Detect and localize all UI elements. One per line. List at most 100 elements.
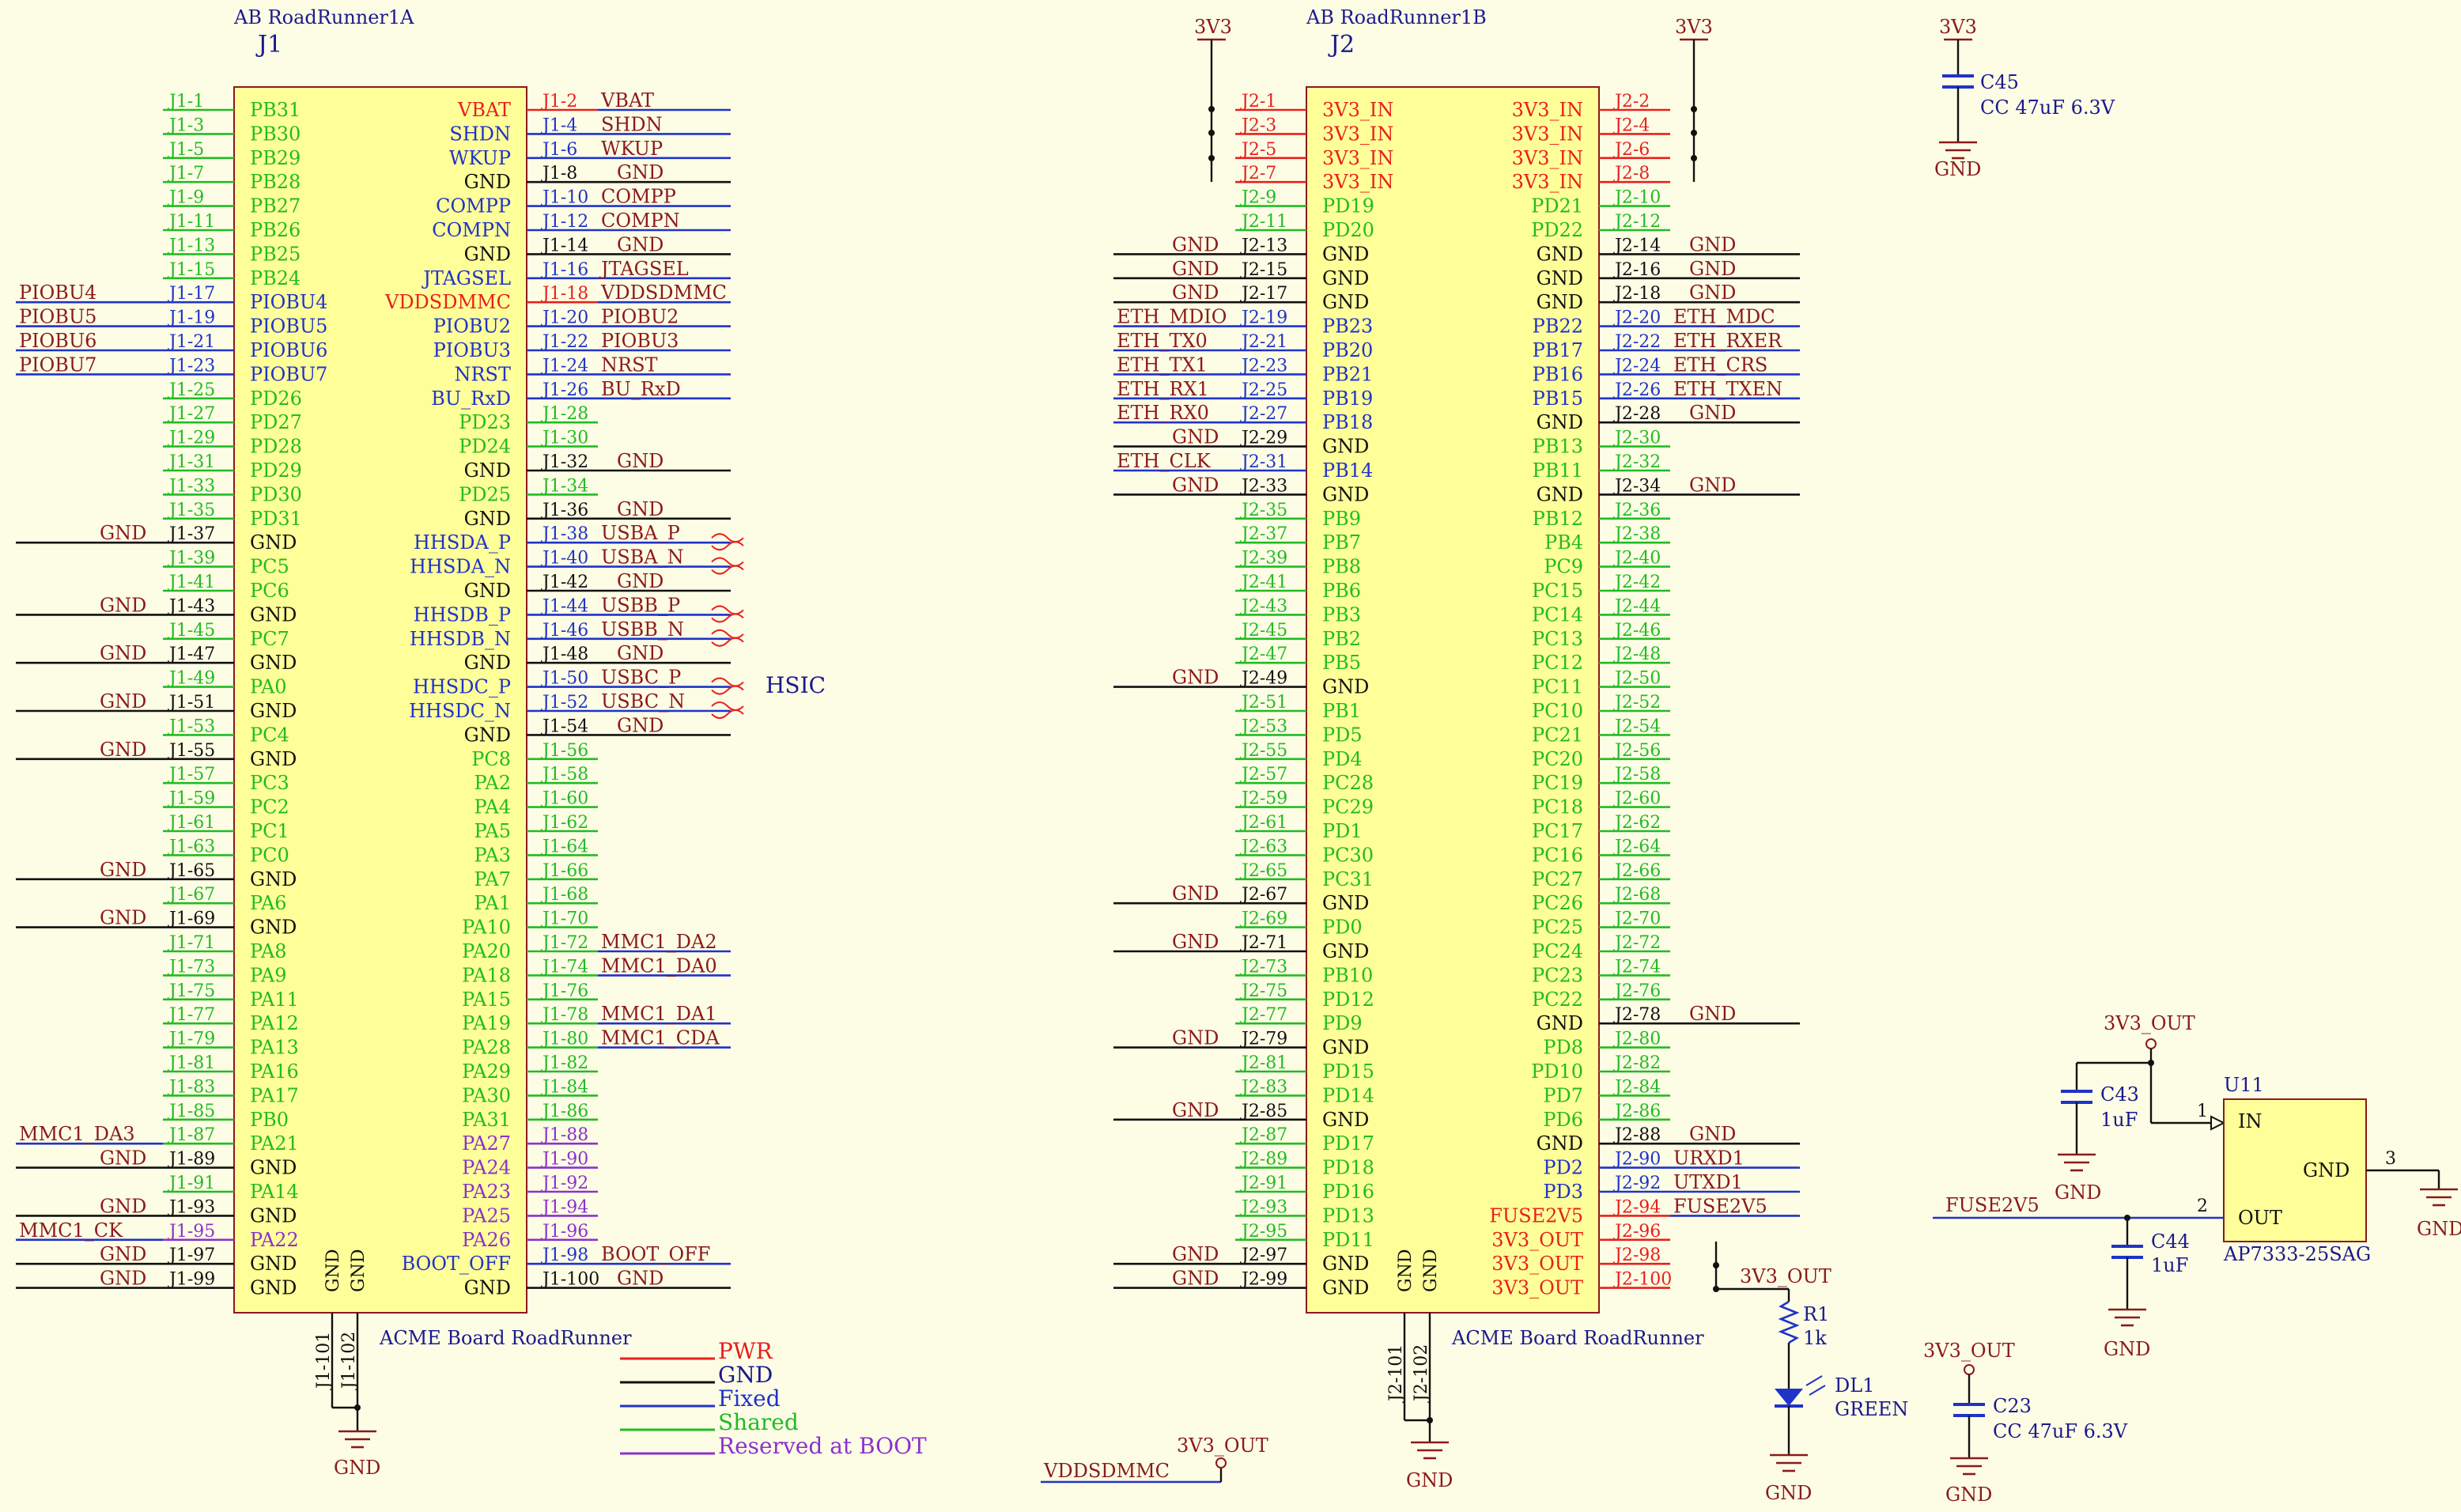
j2-pin-name: PB22 — [1533, 316, 1583, 338]
j2-junction — [1427, 1417, 1433, 1423]
j1-net-label: PIOBU3 — [601, 330, 679, 352]
j2-pin-number: J2-26 — [1613, 380, 1661, 400]
j2-pin-name: PC19 — [1532, 772, 1583, 794]
j1-pin-name: SHDN — [449, 123, 511, 145]
j1-pin-name: PD31 — [250, 508, 302, 530]
c43-ground-label: GND — [2055, 1181, 2101, 1204]
j1-pin-name: PA30 — [462, 1084, 511, 1106]
j1-net-label: USBA_N — [601, 546, 684, 569]
j2-pin-name: 3V3_IN — [1322, 123, 1393, 145]
j1-pin-name: PD30 — [250, 483, 302, 505]
j1-footer: ACME Board RoadRunner — [379, 1327, 632, 1349]
j1-pin-name: GND — [250, 1204, 297, 1227]
j2-pin-name: PB5 — [1322, 652, 1361, 674]
j1-pin-number: J1-49 — [168, 669, 215, 689]
j2-pin-name: PB15 — [1533, 387, 1583, 410]
j2-pin-name: PD16 — [1322, 1181, 1374, 1203]
j2-pin-name: PD9 — [1322, 1012, 1363, 1034]
j2-pin-name: PC31 — [1322, 868, 1374, 890]
j1-net-label: GND — [100, 690, 146, 713]
j2-pin-number: J2-36 — [1613, 501, 1661, 520]
j1-pin-name: GND — [250, 531, 297, 554]
j2-pin-number: J2-48 — [1613, 644, 1661, 664]
j1-pin-name: PA27 — [462, 1132, 511, 1155]
j1-pin-number: J1-56 — [541, 741, 588, 761]
j1-net-label: GND — [100, 522, 146, 544]
j1-pin-number: J1-78 — [541, 1005, 588, 1025]
j2-pin-number: J2-83 — [1240, 1077, 1287, 1097]
j2-pin-name: PD19 — [1322, 195, 1374, 217]
c45-value: CC 47uF 6.3V — [1980, 96, 2115, 119]
j2-pin-number: J2-49 — [1240, 669, 1287, 689]
j1-pin-name: GND — [250, 748, 297, 770]
j1-pin-name: PA10 — [462, 917, 511, 939]
u11-ref: U11 — [2224, 1074, 2264, 1096]
c43-value: 1uF — [2100, 1109, 2138, 1131]
j2-pin-number: J2-12 — [1613, 212, 1661, 232]
j1-pin-number: J1-96 — [541, 1222, 588, 1242]
j2-pin-number: J2-69 — [1240, 909, 1287, 929]
j2-pin-name: 3V3_OUT — [1491, 1277, 1583, 1299]
dl1-ref: DL1 — [1835, 1374, 1874, 1397]
c44-ground-symbol — [2108, 1308, 2146, 1327]
j2-pin-name: PB8 — [1322, 556, 1361, 578]
j1-net-label: NRST — [601, 353, 658, 376]
j1-pin-name: PA29 — [462, 1060, 511, 1083]
j1-header: AB RoadRunner1A — [233, 6, 414, 28]
j1-ground-label: GND — [334, 1457, 380, 1479]
c45-ground-label: GND — [1934, 158, 1981, 180]
j2-pin-number: J2-82 — [1613, 1053, 1661, 1073]
j1-pin-number: J1-25 — [168, 380, 215, 400]
j1-pin-name: PA8 — [250, 940, 287, 962]
j2-net-label: ETH_TXEN — [1673, 378, 1782, 400]
j1-pin-name: BU_RxD — [431, 387, 511, 410]
j2-pin-name: GND — [1537, 291, 1583, 313]
capacitor-c23: 3V3_OUT C23 CC 47uF 6.3V GND — [1923, 1340, 2128, 1506]
j1-bottom-pin-name: GND — [349, 1249, 369, 1292]
j1-pin-name: PA25 — [462, 1204, 511, 1227]
j1-pin-number: J1-94 — [541, 1197, 588, 1217]
j1-pin-number: J1-93 — [168, 1197, 215, 1217]
j1-pin-name: PA18 — [462, 964, 511, 986]
j2-footer: ACME Board RoadRunner — [1451, 1327, 1704, 1349]
dl1-value: GREEN — [1835, 1398, 1908, 1420]
j1-pin-number: J1-89 — [168, 1150, 215, 1170]
j2-pin-number: J2-73 — [1240, 957, 1287, 977]
reg-output-net: FUSE2V5 — [1945, 1194, 2039, 1216]
led-icon — [1775, 1389, 1803, 1406]
j2-pin-number: J2-18 — [1613, 284, 1661, 304]
j2-pin-name: PD12 — [1322, 988, 1374, 1011]
j2-pin-number: J2-3 — [1240, 115, 1276, 135]
j2-pin-number: J2-75 — [1240, 981, 1287, 1001]
j2-pin-name: GND — [1537, 1012, 1583, 1034]
j1-pin-number: J1-10 — [541, 188, 588, 208]
u11-part: AP7333-25SAG — [2223, 1243, 2371, 1265]
j2-pin-name: PC10 — [1532, 700, 1583, 722]
j1-pin-name: PA3 — [474, 844, 511, 866]
j1-pin-name: PIOBU7 — [250, 363, 327, 385]
j2-pin-number: J2-44 — [1613, 596, 1661, 616]
j1-pin-number: J1-39 — [168, 549, 215, 569]
j1-pin-number: J1-57 — [168, 765, 215, 784]
j2-pin-name: GND — [1322, 676, 1369, 698]
j1-body — [233, 86, 527, 1314]
j1-pin-number: J1-52 — [541, 693, 588, 713]
c43-ref: C43 — [2100, 1083, 2139, 1106]
j2-pin-name: PC27 — [1532, 868, 1583, 890]
j1-pin-number: J1-40 — [541, 549, 588, 569]
j1-pin-name: PB31 — [250, 99, 301, 121]
r1-value: 1k — [1803, 1327, 1827, 1349]
j2-net-label: GND — [1689, 1123, 1736, 1145]
j1-pin-name: COMPP — [436, 195, 511, 217]
j1-net-label: MMC1_CK — [19, 1219, 123, 1242]
j2-pin-name: PB17 — [1533, 339, 1583, 361]
j2-pin-name: PD10 — [1531, 1060, 1583, 1083]
j1-pin-number: J1-17 — [168, 284, 215, 304]
c44-value: 1uF — [2151, 1254, 2188, 1276]
j2-left-power-label: 3V3 — [1194, 16, 1232, 38]
j1-pin-number: J1-8 — [541, 164, 577, 183]
j1-pin-name: GND — [464, 724, 511, 746]
j2-pin-number: J2-100 — [1613, 1270, 1672, 1290]
